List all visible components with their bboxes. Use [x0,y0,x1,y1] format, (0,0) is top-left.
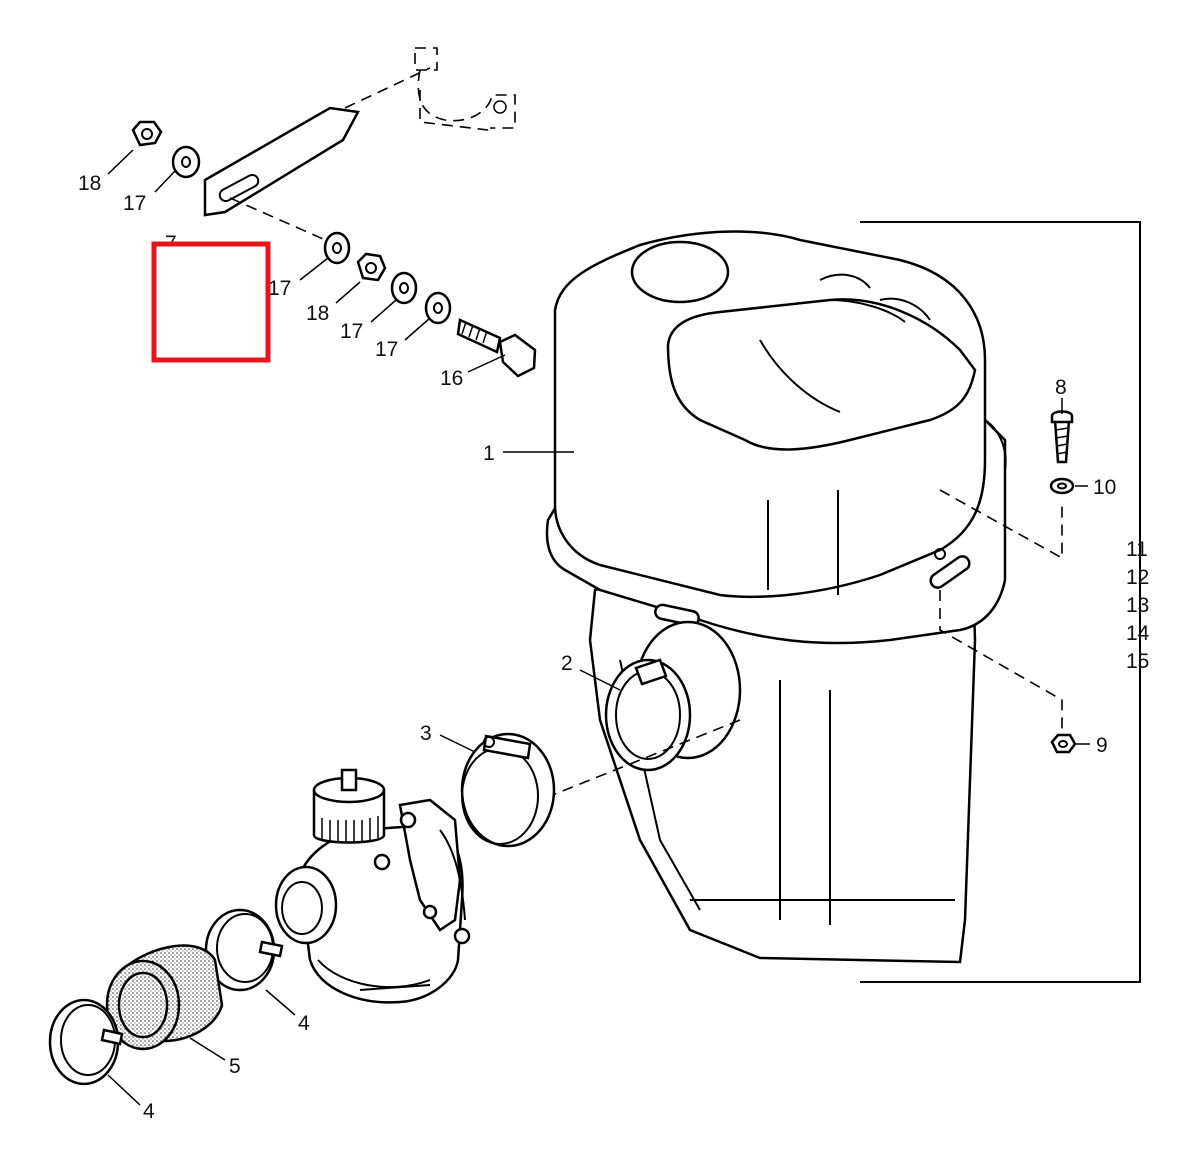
screw-8 [1050,410,1074,464]
bracket-leader [344,67,431,109]
callout-2: 2 [561,652,573,675]
airbox [545,230,1007,964]
nut-guide [939,590,1063,735]
callout-13: 13 [1126,594,1149,617]
callout-3: 3 [420,722,432,745]
intake-rubber-5 [105,944,224,1051]
callout-4-lower: 4 [143,1100,155,1123]
callout-5: 5 [229,1055,241,1078]
callout-12: 12 [1126,566,1149,589]
bolt-axis-leader [229,197,331,243]
highlight-mask [156,246,268,360]
callout-16: 16 [440,367,463,390]
washer-10 [1049,477,1075,495]
washer-mid-1 [323,231,351,265]
nut-mid [356,252,387,282]
leader-lines [107,149,1090,1106]
hose-clamp-4-lower [48,998,124,1086]
washer-mid-2 [390,271,418,305]
inlet-boot [604,620,742,772]
callout-14: 14 [1126,622,1150,645]
callout-4-upper: 4 [298,1012,310,1035]
bolt-16 [456,318,537,378]
red-highlight-box [151,241,271,363]
callout-labels: 18 17 7 17 18 17 17 16 1 2 3 4 5 4 8 10 … [78,172,1150,1123]
callout-17-top: 17 [123,192,146,215]
callout-17-mid3: 17 [375,338,398,361]
callout-9: 9 [1096,734,1108,757]
nut-top [131,120,163,147]
callout-8: 8 [1055,376,1067,399]
callout-10: 10 [1093,476,1116,499]
washer-mid-3 [424,291,452,325]
callout-17-mid1: 17 [268,277,291,300]
nut-9 [1050,733,1077,754]
screw-guide [939,489,1063,560]
callout-18-mid: 18 [306,302,329,325]
callout-15: 15 [1126,650,1149,673]
callout-18-top: 18 [78,172,101,195]
callout-11: 11 [1126,538,1148,561]
callout-1: 1 [483,442,495,465]
callout-17-mid2: 17 [340,320,363,343]
carburetor [274,768,471,1004]
frame-clamp-dashed [414,47,516,131]
mounting-bracket [203,106,360,217]
group-bracket [860,221,1141,983]
washer-top [171,145,201,179]
hose-clamp-3 [460,732,556,848]
